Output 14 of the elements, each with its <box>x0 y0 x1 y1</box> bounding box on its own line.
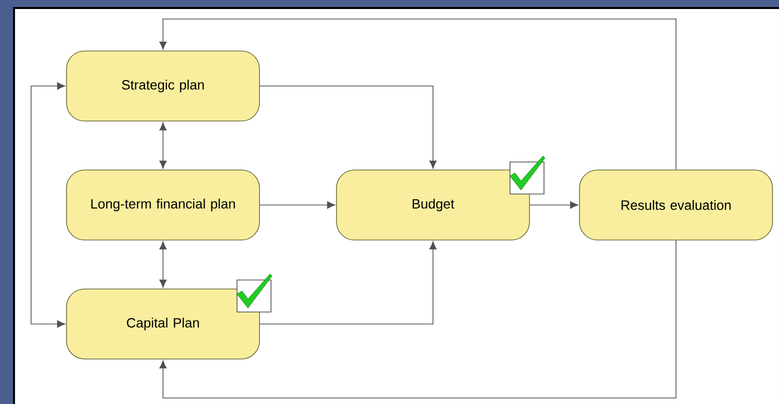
arrow <box>159 241 167 288</box>
process-box: Long-term financial plan <box>66 170 260 240</box>
arrow <box>260 86 437 169</box>
process-box: Results evaluation <box>579 170 773 240</box>
arrow <box>260 201 336 209</box>
process-box: Budget <box>336 170 530 240</box>
arrow <box>159 18 676 170</box>
arrow <box>159 122 167 169</box>
process-box: Strategic plan <box>66 50 260 122</box>
arrow <box>530 201 578 209</box>
arrow <box>159 240 676 398</box>
arrow <box>30 82 66 328</box>
arrow <box>260 241 437 324</box>
process-box: Capital Plan <box>66 288 260 360</box>
